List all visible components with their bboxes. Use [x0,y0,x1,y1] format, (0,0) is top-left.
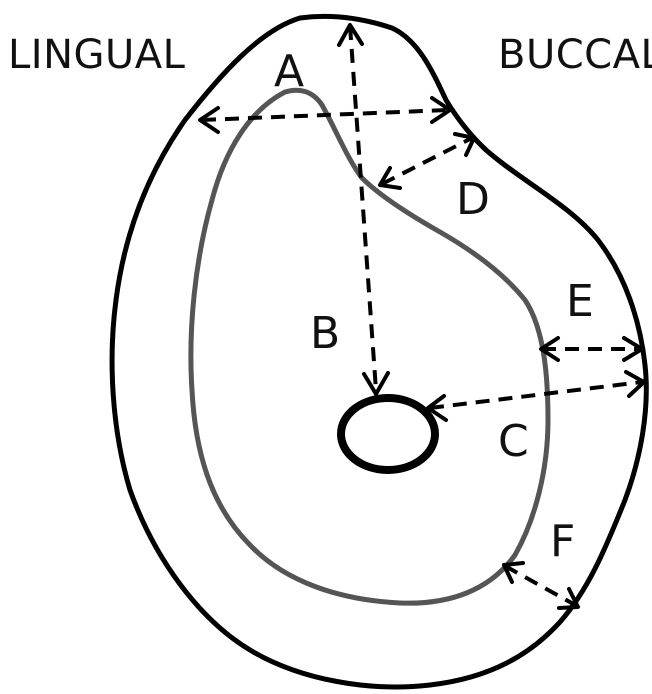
measure-c-arrowhead-right [624,370,646,398]
measure-f-arrowhead-upper [502,561,525,584]
label-f: F [550,516,575,567]
measure-d-line [381,136,473,186]
label-d: D [456,174,490,225]
measure-f-arrowhead-lower [557,587,580,610]
lingual-label: LINGUAL [8,32,186,78]
measure-b-line [348,25,378,391]
measure-c-arrowhead-left [426,394,448,422]
label-e: E [566,276,594,327]
measure-b-arrowhead-top [337,23,364,47]
measure-a-arrowhead-right [430,96,452,124]
measure-a-line [201,108,449,122]
measure-d-arrowhead-lower [378,166,402,190]
inner-pulp-outline [188,87,551,606]
measure-e-arrowhead-right [622,336,644,362]
measure-d-arrowhead-upper [453,132,476,157]
measure-f-line [504,564,578,608]
buccal-label: BUCCAL [498,32,652,78]
root-canal-ring [337,394,439,474]
measure-a-arrowhead-left [198,106,220,134]
measure-e-arrowhead-left [539,336,560,362]
measure-b-arrowhead-bottom [362,371,390,396]
label-c: C [498,416,529,467]
label-b: B [310,308,340,359]
label-a: A [274,46,304,97]
measure-c-line [429,380,643,410]
